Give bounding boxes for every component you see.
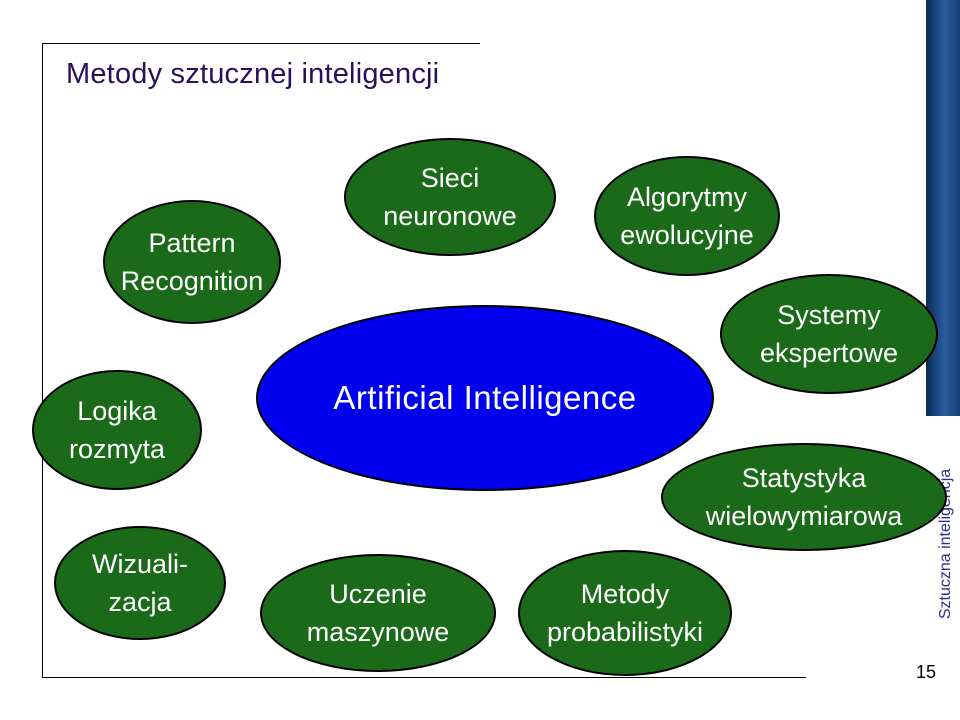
node-label: Pattern Recognition	[120, 228, 264, 296]
node-wizualizacja: Wizuali- zacja	[54, 526, 226, 640]
node-systemy-ekspertowe: Systemy ekspertowe	[720, 274, 938, 394]
node-logika-rozmyta: Logika rozmyta	[32, 370, 202, 490]
node-label: Systemy ekspertowe	[759, 300, 899, 368]
side-caption: Sztuczna inteligencja	[937, 468, 954, 620]
node-algorytmy-ewolucyjne: Algorytmy ewolucyjne	[594, 156, 780, 276]
node-label: Wizuali- zacja	[91, 549, 188, 617]
node-pattern-recognition: Pattern Recognition	[103, 200, 281, 324]
node-metody-probabilistyki: Metody probabilistyki	[518, 550, 732, 676]
center-node-artificial-intelligence: Artificial Intelligence	[256, 305, 714, 491]
node-label: Metody probabilistyki	[546, 579, 704, 647]
node-uczenie-maszynowe: Uczenie maszynowe	[260, 554, 496, 672]
center-label: Artificial Intelligence	[333, 379, 637, 416]
slide-title: Metody sztucznej inteligencji	[66, 58, 440, 90]
node-label: Sieci neuronowe	[383, 163, 517, 231]
node-label: Statystyka wielowymiarowa	[705, 463, 903, 531]
node-sieci-neuronowe: Sieci neuronowe	[344, 138, 556, 256]
page-number: 15	[915, 662, 937, 682]
node-statystyka-wielowymiarowa: Statystyka wielowymiarowa	[661, 443, 947, 551]
node-label: Algorytmy ewolucyjne	[620, 182, 754, 250]
frame-top-line	[42, 43, 480, 44]
frame-left-line	[42, 43, 43, 678]
node-label: Logika rozmyta	[68, 396, 166, 464]
node-label: Uczenie maszynowe	[306, 579, 450, 647]
frame-bottom-line	[42, 677, 806, 678]
